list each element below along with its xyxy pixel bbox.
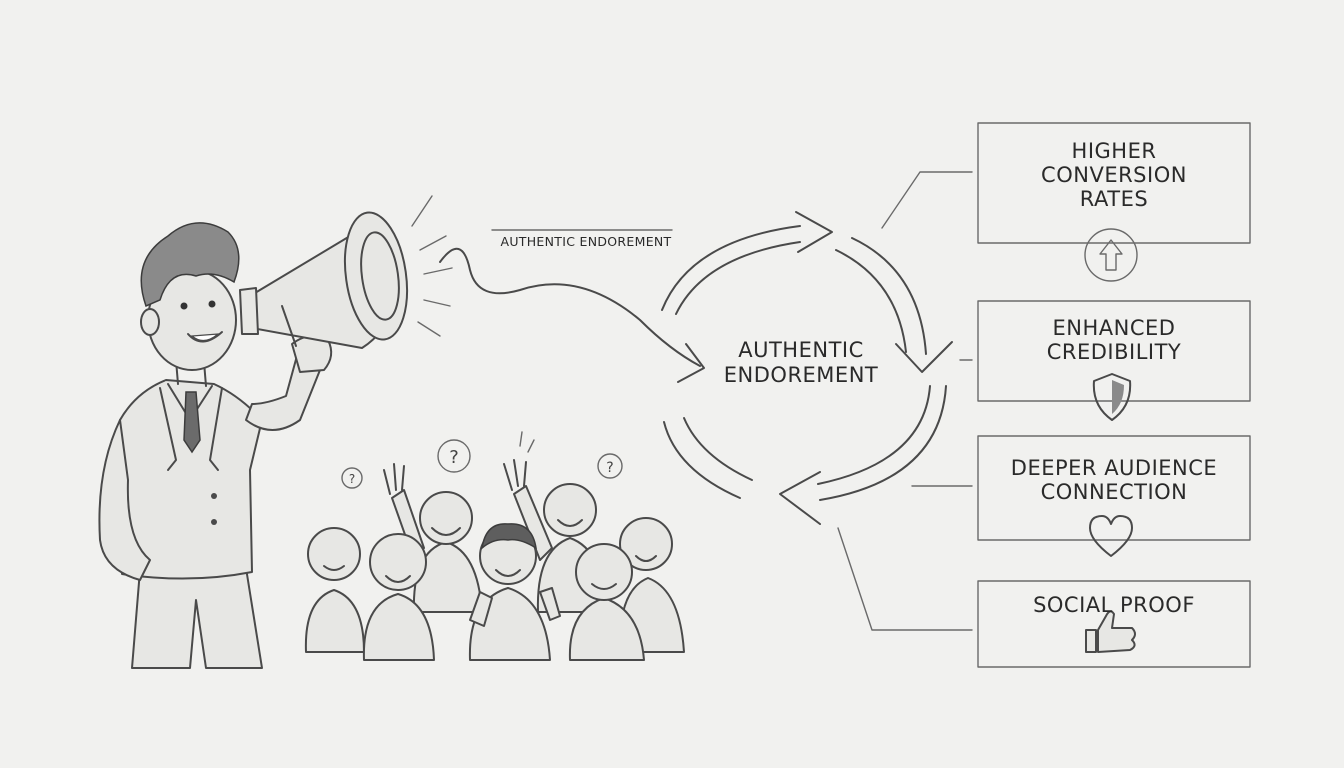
- crowd: ? ? ?: [304, 431, 685, 661]
- question-bubble: ?: [437, 439, 471, 473]
- person: [568, 543, 645, 661]
- center-label: AUTHENTIC ENDOREMENT: [706, 338, 896, 388]
- benefit-title-line: CONVERSION: [1041, 163, 1187, 187]
- benefit-title-social-proof: SOCIAL PROOF: [978, 593, 1250, 617]
- question-bubble: ?: [341, 467, 363, 489]
- center-label-line1: AUTHENTIC: [738, 338, 864, 362]
- benefit-box-connection: [977, 435, 1251, 541]
- benefit-title-line: HIGHER: [1071, 139, 1157, 163]
- sound-lines: [411, 195, 453, 337]
- arrow-label: AUTHENTIC ENDOREMENT: [500, 234, 672, 249]
- person: [362, 533, 435, 661]
- heart-icon: [1089, 515, 1133, 557]
- thumbs-up-icon: [1085, 610, 1136, 653]
- benefit-title-line: RATES: [1079, 187, 1149, 211]
- svg-text:?: ?: [449, 447, 459, 468]
- person: [304, 527, 365, 653]
- up-arrow-icon: [1084, 228, 1138, 282]
- benefit-title-conversion: HIGHER CONVERSION RATES: [978, 139, 1250, 211]
- benefit-title-line: ENHANCED: [1052, 316, 1176, 340]
- benefit-title-credibility: ENHANCED CREDIBILITY: [978, 316, 1250, 364]
- question-bubble: ?: [597, 453, 623, 479]
- benefit-title-connection: DEEPER AUDIENCE CONNECTION: [978, 456, 1250, 504]
- benefit-box-social-proof: [977, 580, 1251, 668]
- benefit-title-line: SOCIAL PROOF: [1033, 593, 1195, 617]
- benefit-title-line: DEEPER AUDIENCE: [1010, 456, 1218, 480]
- megaphone: [239, 211, 409, 349]
- center-label-line2: ENDOREMENT: [723, 363, 879, 387]
- svg-text:?: ?: [606, 460, 613, 476]
- person-clapping: [468, 523, 561, 661]
- svg-text:?: ?: [349, 472, 355, 486]
- presenter-figure: [98, 222, 333, 669]
- benefit-title-line: CONNECTION: [1040, 480, 1188, 504]
- connectors: [837, 171, 973, 631]
- benefit-title-line: CREDIBILITY: [1046, 340, 1182, 364]
- shield-icon: [1092, 373, 1132, 421]
- endorsement-arrow: [439, 229, 705, 383]
- cycle-arrows: [661, 211, 953, 525]
